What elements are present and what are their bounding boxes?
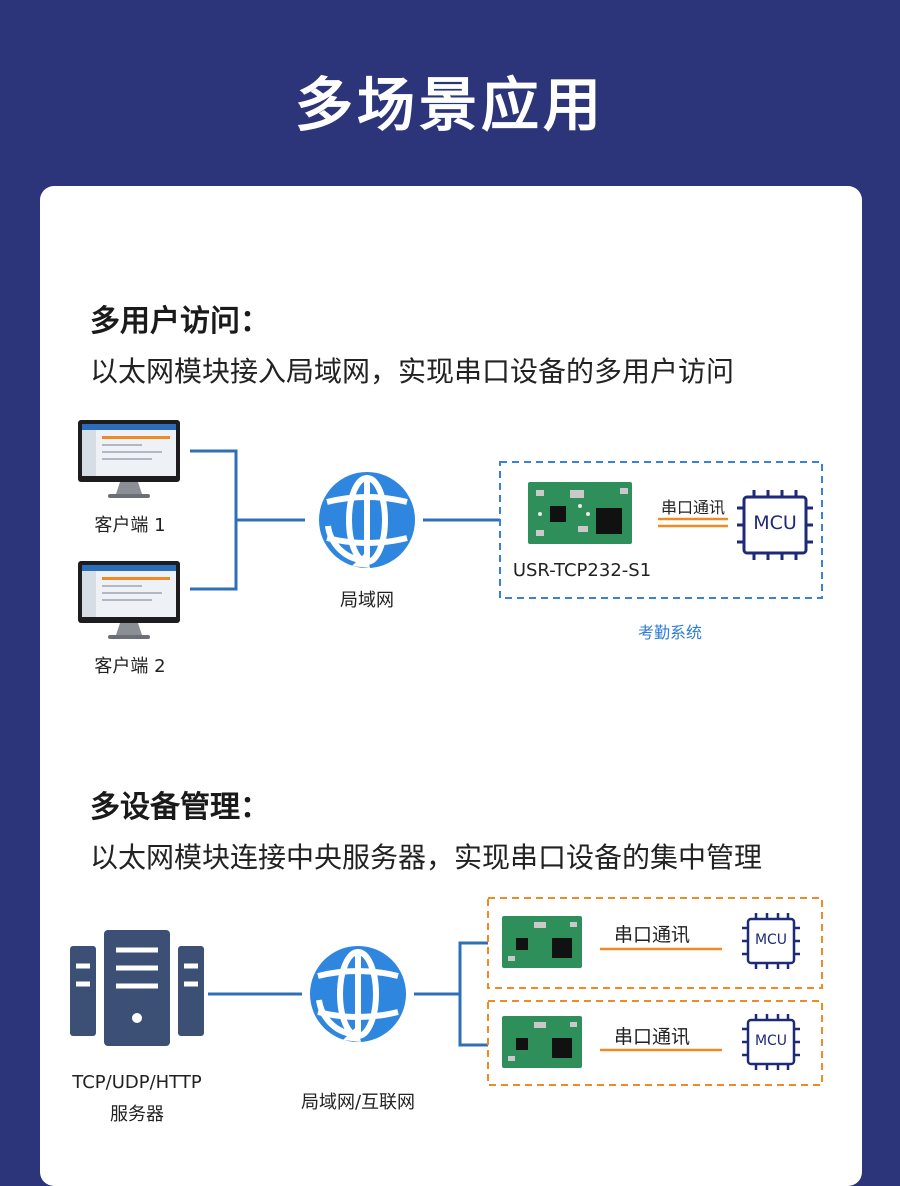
- server-icon: [70, 930, 204, 1046]
- mcu-chip-icon-1: [742, 913, 800, 969]
- content-card: 多用户访问： 以太网模块接入局域网，实现串口设备的多用户访问: [40, 186, 862, 1186]
- section2-title: 多设备管理：: [90, 790, 270, 825]
- server-protocol-label: TCP/UDP/HTTP: [72, 1072, 202, 1093]
- client-connection-lines: [190, 449, 500, 591]
- pcb-module-icon-1: [502, 916, 582, 968]
- attendance-system-box: [499, 461, 823, 599]
- server-label: 服务器: [110, 1104, 164, 1125]
- module-model-label: USR-TCP232-S1: [512, 560, 652, 581]
- serial-comm-label-2: 串口通讯: [613, 1026, 690, 1048]
- attendance-system-label: 考勤系统: [637, 623, 702, 642]
- device-box-2: [487, 1000, 823, 1086]
- pcb-module-icon-2: [502, 1016, 582, 1068]
- mcu-label-2: MCU: [754, 1033, 788, 1049]
- device-box-1: [487, 897, 823, 989]
- monitor-icon-client-2: [78, 561, 180, 639]
- serial-comm-label-1: 串口通讯: [613, 924, 690, 946]
- serial-comm-label: 串口通讯: [660, 498, 725, 517]
- section1-description: 以太网模块接入局域网，实现串口设备的多用户访问: [90, 355, 735, 388]
- section1-diagram: [78, 420, 823, 639]
- pcb-module-icon: [528, 482, 632, 544]
- mcu-label: MCU: [753, 512, 797, 534]
- client-2-label: 客户端 2: [94, 656, 166, 677]
- network-label: 局域网/互联网: [300, 1092, 416, 1113]
- mcu-chip-icon: [737, 490, 813, 560]
- monitor-icon-client-1: [78, 420, 180, 498]
- section2-diagram: [70, 897, 823, 1086]
- client-1-label: 客户端 1: [94, 515, 166, 536]
- section1-title: 多用户访问：: [90, 304, 270, 339]
- section2-description: 以太网模块连接中央服务器，实现串口设备的集中管理: [90, 841, 763, 874]
- server-connection-lines: [208, 941, 488, 1047]
- globe-internet-icon: [310, 946, 406, 1042]
- serial-lines: [658, 517, 728, 528]
- mcu-chip-icon-2: [742, 1014, 800, 1070]
- globe-network-icon: [319, 472, 415, 568]
- lan-label: 局域网: [340, 590, 394, 611]
- mcu-label-1: MCU: [754, 932, 788, 948]
- page-title: 多场景应用: [294, 71, 605, 139]
